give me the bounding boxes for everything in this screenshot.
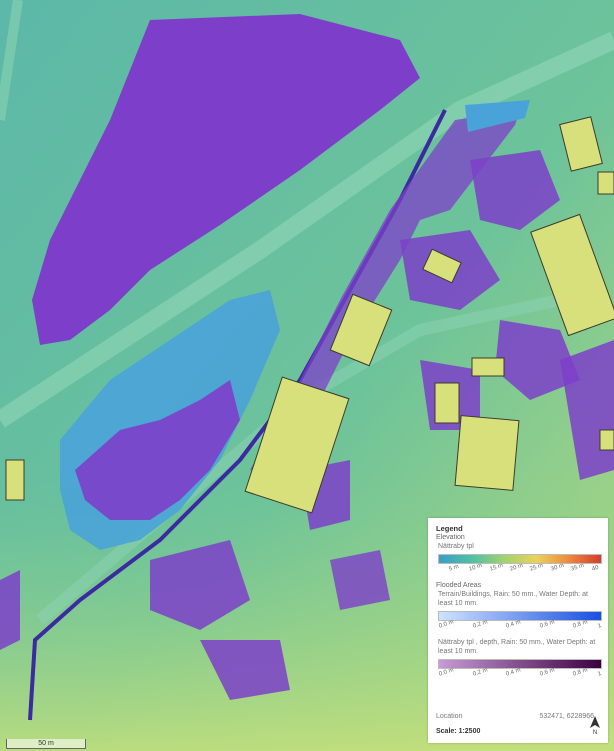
elevation-color-ramp xyxy=(438,554,602,564)
location-coordinates: 532471, 6228966 xyxy=(539,713,595,720)
ramp-tick-end: 1 xyxy=(597,622,603,630)
legend-elevation-layer: Nättraby tpl xyxy=(438,543,474,550)
building xyxy=(471,357,505,377)
building xyxy=(530,213,614,337)
road-north xyxy=(0,31,614,428)
scale-bar: 50 m xyxy=(6,739,86,749)
north-arrow-icon: N xyxy=(590,716,600,735)
ramp-tick-label: 15 m xyxy=(488,562,504,573)
ramp-tick-label: 0.4 m xyxy=(505,619,522,630)
ramp-tick-label: 0.0 m xyxy=(438,619,455,630)
building xyxy=(559,116,603,172)
flood-patch-south-2 xyxy=(200,640,290,700)
ramp-tick-label: 0.8 m xyxy=(572,619,589,630)
ramp-tick-label: 20 m xyxy=(509,562,524,573)
ramp-tick-label: 25 m xyxy=(529,562,545,573)
ramp-tick-label: 0.6 m xyxy=(539,619,556,630)
legend-title: Legend xyxy=(436,524,463,533)
building xyxy=(5,459,25,501)
building xyxy=(597,171,614,195)
ramp-tick-label: 5 m xyxy=(448,563,460,573)
flood2-ticks: 0.0 m 0.2 m 0.4 m 0.6 m 0.8 m 1 xyxy=(438,667,603,681)
legend-flood1-layer: Terrain/Buildings, Rain: 50 mm., Water D… xyxy=(438,591,588,607)
building xyxy=(434,382,460,424)
building xyxy=(329,293,393,367)
building xyxy=(454,415,520,491)
ramp-tick-label: 0.2 m xyxy=(471,619,489,630)
flood-patch-west-edge xyxy=(0,570,20,650)
buildings xyxy=(5,116,614,514)
ramp-tick-label: 0.2 m xyxy=(471,667,489,678)
flood-area-strip-blue xyxy=(465,100,530,132)
flood-patch-east-1 xyxy=(470,150,560,230)
building xyxy=(599,429,614,451)
elevation-ticks: 5 m 10 m 15 m 20 m 25 m 30 m 35 m 40 xyxy=(438,562,602,576)
flood-area-deep-west xyxy=(75,380,240,520)
ramp-tick-end: 1 xyxy=(597,670,603,678)
map-scale: Scale: 1:2500 xyxy=(436,728,481,735)
flood1-color-ramp xyxy=(438,611,602,621)
flood2-color-ramp xyxy=(438,659,602,669)
legend-flooded-heading: Flooded Areas xyxy=(436,582,482,589)
ramp-tick-label: 40 xyxy=(590,564,600,573)
ramp-tick-label: 0.6 m xyxy=(539,667,556,678)
channel-bank-flood xyxy=(250,110,520,470)
flood-patch-south-4 xyxy=(330,550,390,610)
ramp-tick-label: 30 m xyxy=(550,562,565,573)
flood-patch-south-1 xyxy=(150,540,250,630)
legend-flood2-layer: Nättraby tpl , depth, Rain: 50 mm., Wate… xyxy=(438,639,596,655)
ramp-tick-label: 0.4 m xyxy=(505,667,522,678)
flood-patch-east-3 xyxy=(495,320,580,400)
ramp-tick-label: 10 m xyxy=(468,562,484,573)
building xyxy=(244,376,350,514)
ramp-tick-label: 35 m xyxy=(570,562,585,573)
legend-elevation-heading: Elevation xyxy=(436,534,465,541)
location-readout: Location 532471, 6228966 xyxy=(436,712,600,721)
north-label: N xyxy=(593,730,597,735)
building xyxy=(422,248,462,284)
flood-area-north-field xyxy=(32,14,420,345)
flood1-ticks: 0.0 m 0.2 m 0.4 m 0.6 m 0.8 m 1 xyxy=(438,619,603,633)
road-diagonal xyxy=(0,0,23,121)
ramp-tick-label: 0.0 m xyxy=(438,667,455,678)
ramp-tick-label: 0.8 m xyxy=(572,667,589,678)
location-label: Location xyxy=(436,713,463,720)
